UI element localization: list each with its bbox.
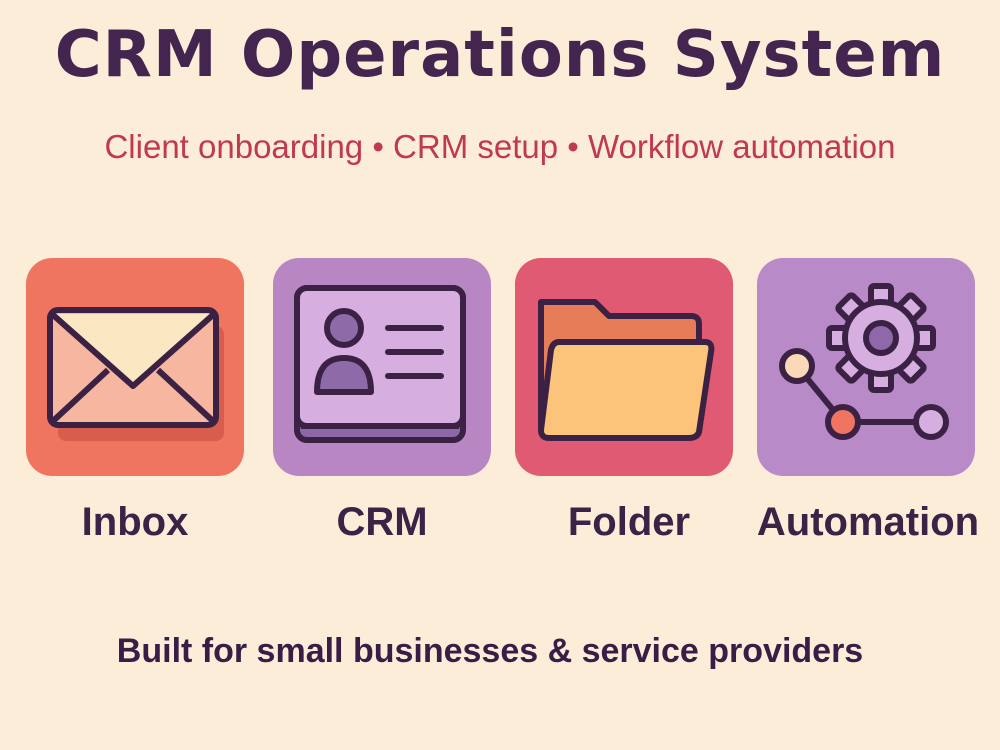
page-title: CRM Operations System [54, 18, 946, 92]
folder-icon [515, 258, 733, 476]
page-subtitle: Client onboarding • CRM setup • Workflow… [104, 128, 896, 165]
tile-inbox[interactable] [26, 258, 244, 476]
tile-crm[interactable] [273, 258, 491, 476]
tagline: Built for small businesses & service pro… [116, 632, 864, 670]
contact-card-icon [273, 258, 491, 476]
tile-label-folder: Folder [567, 500, 691, 544]
tile-folder[interactable] [515, 258, 733, 476]
gear-workflow-icon [757, 258, 975, 476]
envelope-icon [26, 258, 244, 476]
tile-label-crm: CRM [336, 500, 428, 544]
tile-label-inbox: Inbox [81, 500, 189, 544]
tile-label-automation: Automation [756, 500, 980, 544]
tile-automation[interactable] [757, 258, 975, 476]
